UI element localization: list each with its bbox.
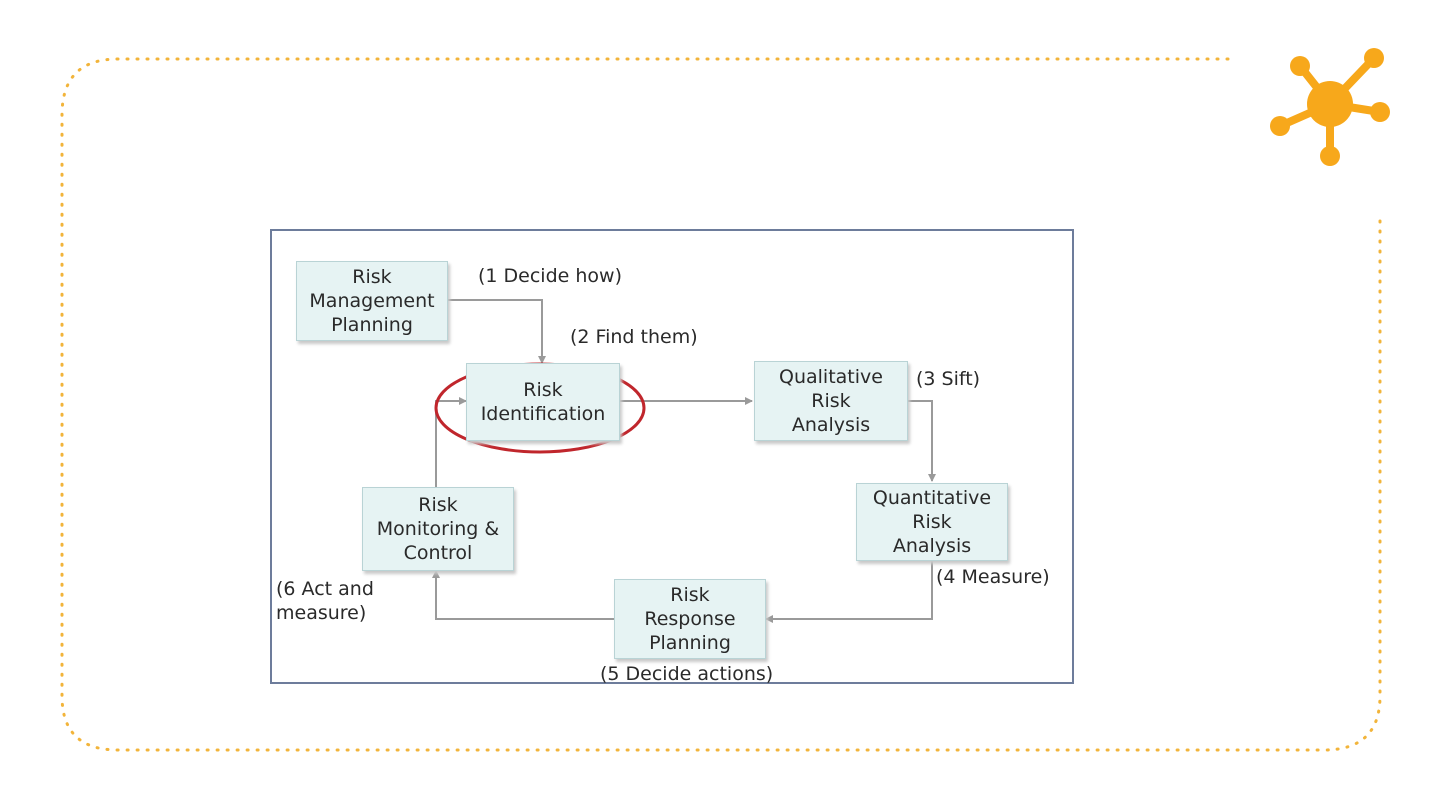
box-qualitative-risk-analysis: Qualitative Risk Analysis: [754, 361, 908, 441]
connector-planning-to-identification: [448, 300, 542, 363]
connector-qualitative-to-quantitative: [908, 401, 932, 481]
box-risk-response-planning: Risk Response Planning: [614, 579, 766, 659]
network-hub-icon: [1262, 40, 1402, 170]
box-risk-identification: Risk Identification: [466, 363, 620, 441]
step-label-1: (1 Decide how): [478, 264, 622, 288]
step-label-5: (5 Decide actions): [600, 662, 773, 686]
risk-management-process-diagram: Risk Management Planning Risk Identifica…: [270, 229, 1074, 684]
connector-quantitative-to-response: [766, 561, 932, 619]
step-label-3: (3 Sift): [916, 367, 980, 391]
step-label-2: (2 Find them): [570, 325, 698, 349]
box-risk-monitoring-control: Risk Monitoring & Control: [362, 487, 514, 571]
step-label-6: (6 Act and measure): [276, 577, 374, 625]
connector-response-to-monitoring: [436, 571, 614, 619]
box-quantitative-risk-analysis: Quantitative Risk Analysis: [856, 483, 1008, 561]
box-risk-management-planning: Risk Management Planning: [296, 261, 448, 341]
step-label-4: (4 Measure): [936, 565, 1050, 589]
connector-monitoring-to-identification: [436, 401, 466, 487]
